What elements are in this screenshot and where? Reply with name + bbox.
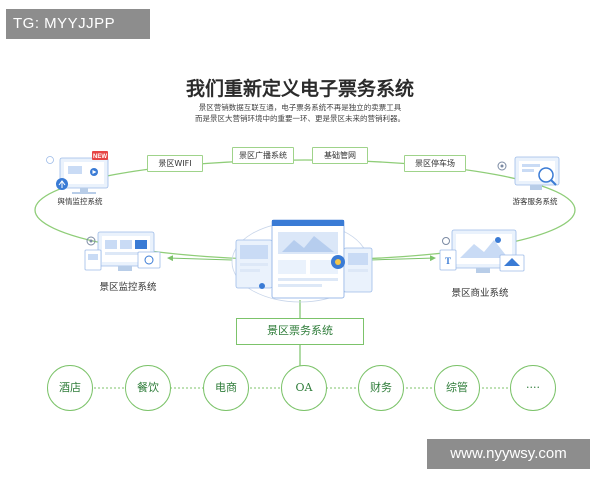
circle-oa: OA — [281, 365, 327, 411]
label-monitoring: 景区监控系统 — [99, 282, 157, 293]
page-subtitle: 景区营销数据互联互通，电子票务系统不再是独立的卖票工具 而是景区大营销环境中的重… — [0, 102, 600, 124]
circle-catering: 餐饮 — [125, 365, 171, 411]
chip-pipe-network: 基础管网 — [312, 147, 368, 164]
label-tourist-service: 游客服务系统 — [512, 197, 558, 206]
label-public-opinion: 舆情监控系统 — [57, 197, 103, 206]
new-badge: NEW — [93, 154, 107, 160]
subtitle-line-1: 景区营销数据互联互通，电子票务系统不再是独立的卖票工具 — [198, 103, 402, 112]
chip-parking: 景区停车场 — [404, 155, 466, 172]
circle-management: 综管 — [434, 365, 480, 411]
chip-broadcast: 景区广播系统 — [232, 147, 294, 164]
circle-hotel: 酒店 — [47, 365, 93, 411]
page-title: 我们重新定义电子票务系统 — [185, 78, 414, 100]
monitoring-illustration — [84, 231, 161, 271]
subtitle-line-2: 而是景区大营销环境中的重要一环、更是景区未来的营销利器。 — [195, 114, 405, 123]
svg-text:T: T — [445, 256, 451, 266]
circle-finance: 财务 — [358, 365, 404, 411]
public-opinion-illustration: NEW — [46, 151, 109, 194]
tourist-service-illustration — [497, 156, 560, 190]
label-commerce: 景区商业系统 — [451, 288, 509, 299]
ticketing-system-box: 景区票务系统 — [236, 318, 364, 345]
connector-right — [369, 255, 436, 262]
ticketing-platform-illustration — [231, 219, 373, 303]
circle-more: ···· — [510, 365, 556, 411]
chip-wifi: 景区WIFI — [147, 155, 203, 172]
connector-left — [167, 255, 233, 262]
watermark-top-left: TG: MYYJJPP — [6, 9, 150, 39]
commerce-illustration: T — [439, 229, 525, 273]
watermark-bottom-right: www.nyywsy.com — [427, 439, 590, 469]
circle-ecommerce: 电商 — [203, 365, 249, 411]
